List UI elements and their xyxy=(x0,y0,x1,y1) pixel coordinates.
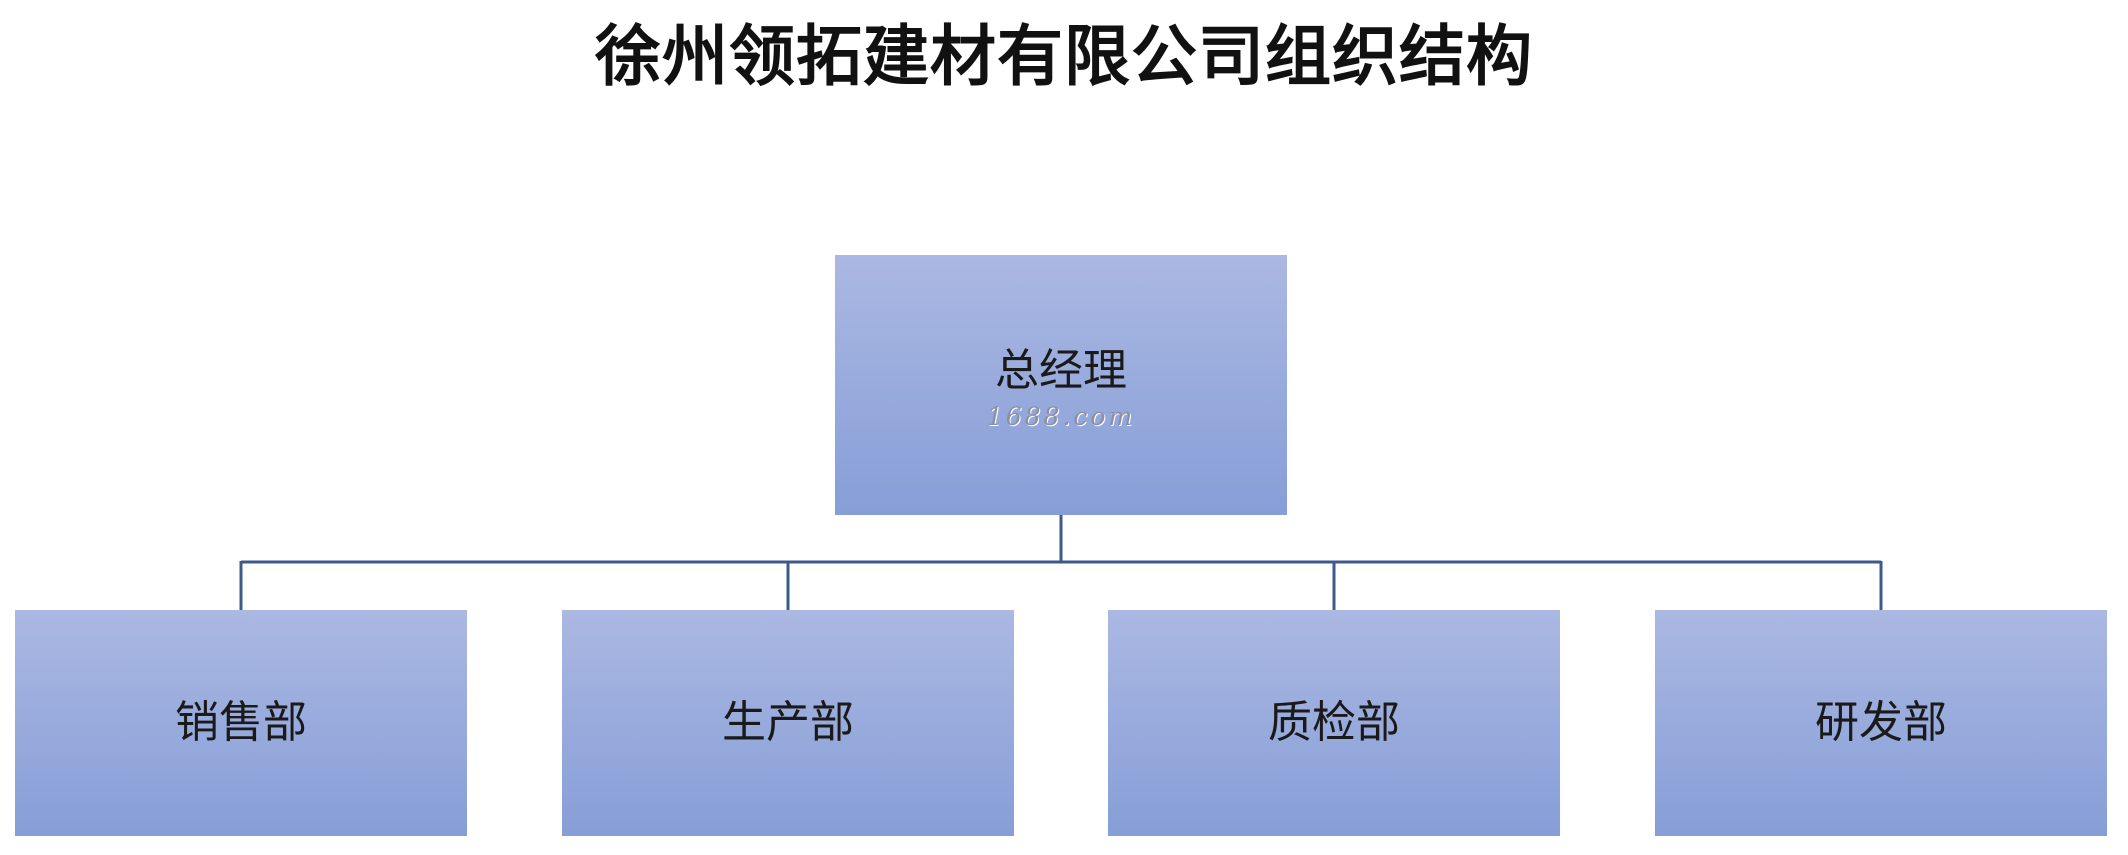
node-general-manager: 总经理 1688.com xyxy=(835,255,1287,515)
watermark-text: 1688.com xyxy=(986,402,1136,431)
node-qc-dept: 质检部 xyxy=(1108,610,1560,836)
node-label: 总经理 xyxy=(995,345,1127,396)
node-production-dept: 生产部 xyxy=(562,610,1014,836)
node-sales-dept: 销售部 xyxy=(15,610,467,836)
chart-title: 徐州领拓建材有限公司组织结构 xyxy=(595,18,1533,95)
node-rd-dept: 研发部 xyxy=(1655,610,2107,836)
node-label: 生产部 xyxy=(722,697,854,748)
node-label: 销售部 xyxy=(175,697,307,748)
node-label: 研发部 xyxy=(1815,697,1947,748)
node-label: 质检部 xyxy=(1268,697,1400,748)
